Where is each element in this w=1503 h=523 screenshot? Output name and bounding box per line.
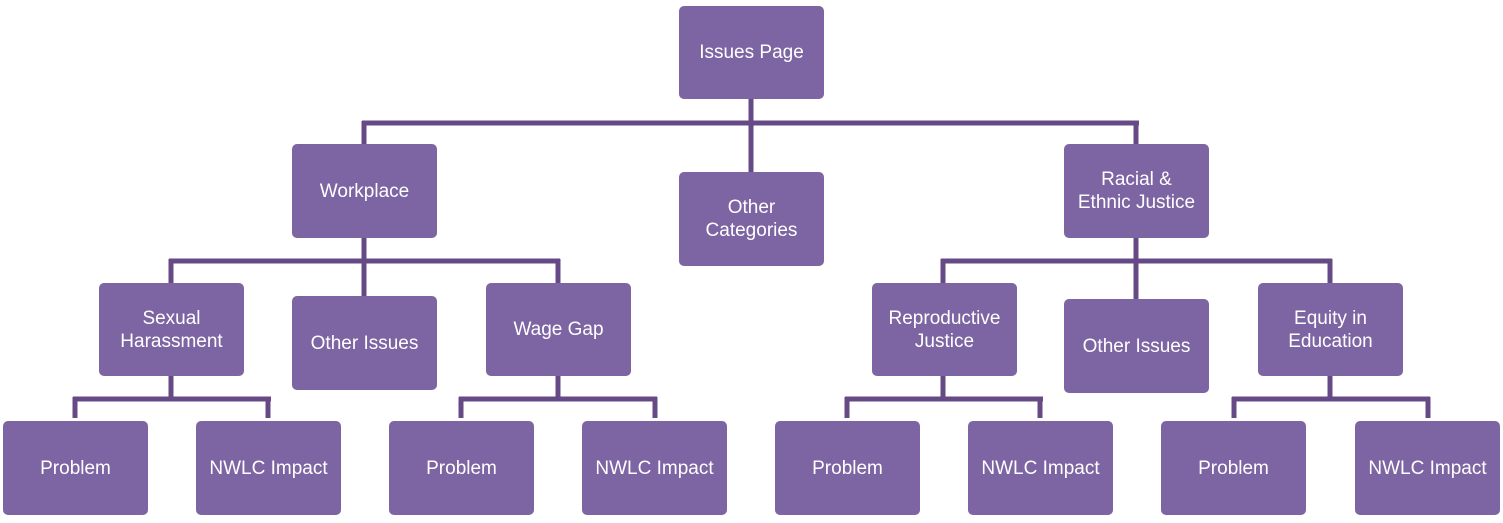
node-wage-gap[interactable]: Wage Gap [486, 283, 631, 376]
node-workplace[interactable]: Workplace [292, 144, 437, 238]
connector-racial [940, 238, 1333, 299]
node-equity-education-nwlc-impact[interactable]: NWLC Impact [1355, 421, 1500, 515]
connector-wage-gap [458, 376, 658, 418]
node-reproductive-justice-nwlc-impact[interactable]: NWLC Impact [968, 421, 1113, 515]
node-workplace-other-issues[interactable]: Other Issues [292, 296, 437, 390]
node-wage-gap-problem[interactable]: Problem [389, 421, 534, 515]
node-wage-gap-nwlc-impact[interactable]: NWLC Impact [582, 421, 727, 515]
connector-root [361, 99, 1139, 172]
node-other-categories[interactable]: Other Categories [679, 172, 824, 266]
node-racial-ethnic-justice[interactable]: Racial & Ethnic Justice [1064, 144, 1209, 238]
node-equity-in-education[interactable]: Equity in Education [1258, 283, 1403, 376]
node-issues-page[interactable]: Issues Page [679, 6, 824, 99]
node-sexual-harassment-nwlc-impact[interactable]: NWLC Impact [196, 421, 341, 515]
node-reproductive-justice[interactable]: Reproductive Justice [872, 283, 1017, 376]
node-equity-education-problem[interactable]: Problem [1161, 421, 1306, 515]
node-reproductive-justice-problem[interactable]: Problem [775, 421, 920, 515]
connector-reproductive-justice [844, 376, 1043, 418]
node-racial-other-issues[interactable]: Other Issues [1064, 299, 1209, 393]
node-sexual-harassment-problem[interactable]: Problem [3, 421, 148, 515]
connector-workplace [168, 238, 561, 296]
connector-equity-education [1231, 376, 1431, 418]
connector-sexual-harassment [72, 376, 271, 418]
node-sexual-harassment[interactable]: Sexual Harassment [99, 283, 244, 376]
